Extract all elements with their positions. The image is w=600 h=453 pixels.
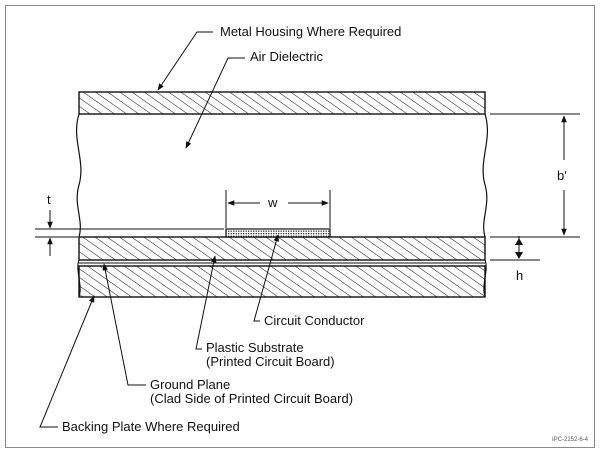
air-dielectric-label: Air Dielectric xyxy=(250,49,323,64)
width-dimension xyxy=(225,190,331,228)
figure-id-label: IPC-2252-6-4 xyxy=(552,437,589,443)
b-prime-dimension xyxy=(490,113,580,238)
metal-housing-label: Metal Housing Where Required xyxy=(220,24,402,39)
plastic-substrate-label-line1: Plastic Substrate xyxy=(206,340,304,355)
air-dielectric-leader xyxy=(185,57,245,149)
metal-housing-leader xyxy=(157,31,213,91)
ground-plane-label-line2: (Clad Side of Printed Circuit Board) xyxy=(150,391,354,406)
right-side-wall xyxy=(482,113,489,238)
right-lower-wall xyxy=(483,259,487,298)
height-label: h xyxy=(516,268,524,283)
ground-plane-label-line1: Ground Plane xyxy=(150,377,231,392)
circuit-conductor-leader xyxy=(253,234,280,322)
backing-plate xyxy=(78,265,486,298)
thickness-label: t xyxy=(47,192,51,207)
diagram-frame xyxy=(5,5,595,448)
circuit-conductor-label: Circuit Conductor xyxy=(264,313,365,328)
backing-plate-label: Backing Plate Where Required xyxy=(62,419,240,434)
ground-plane-leader xyxy=(102,263,146,386)
plastic-substrate-leader xyxy=(195,255,217,350)
thickness-dimension xyxy=(35,210,224,256)
height-dimension xyxy=(490,236,540,261)
b-prime-label: b′ xyxy=(557,168,567,183)
left-side-wall xyxy=(75,113,82,238)
left-lower-wall xyxy=(77,259,81,298)
backing-plate-leader xyxy=(39,295,95,428)
width-label: w xyxy=(268,195,278,210)
plastic-substrate xyxy=(78,236,486,261)
metal-housing-plate xyxy=(78,91,486,115)
plastic-substrate-label-line2: (Printed Circuit Board) xyxy=(206,354,335,369)
